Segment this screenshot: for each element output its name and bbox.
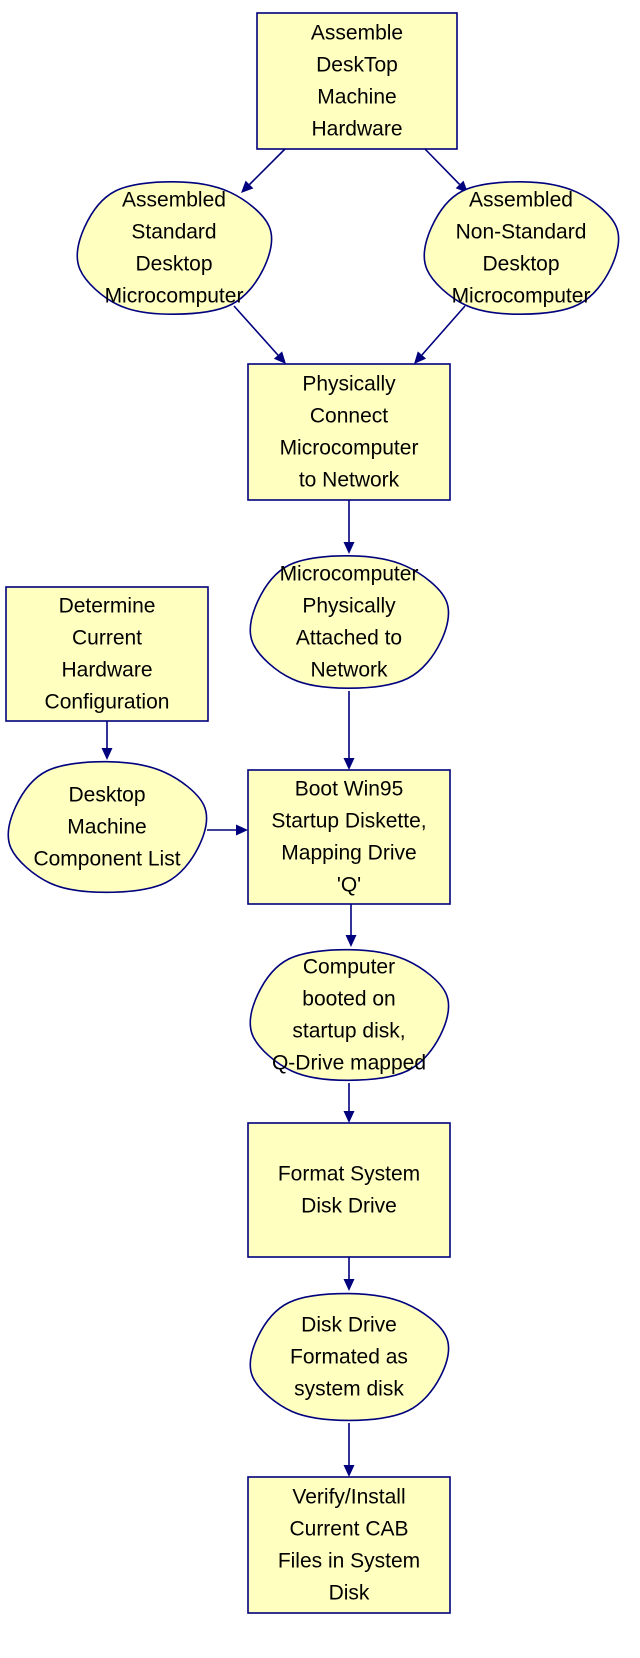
state-blob-shape [7, 760, 208, 894]
node-label-line: Formated as [290, 1346, 408, 1369]
node-label-line: Current CAB [289, 1518, 408, 1541]
node-label-line: Attached to [296, 627, 402, 650]
edge-assembled_standard-to-connect_network [233, 305, 286, 364]
node-label-line: Machine [67, 816, 146, 839]
process-box-shape [247, 1476, 451, 1614]
arrowhead-icon [273, 351, 286, 364]
node-label-line: Startup Diskette, [271, 810, 426, 833]
state-blob-computer-booted: Computer booted on startup disk, Q-Drive ma… [249, 948, 450, 1082]
node-label-line: Physically [302, 373, 396, 396]
node-label-line: startup disk, [292, 1020, 405, 1043]
node-label-line: Boot Win95 [295, 778, 404, 801]
nodes-layer: AssembleDeskTopMachineHardwareAssembledS… [5, 12, 620, 1614]
node-label-line: Assemble [311, 22, 403, 45]
edge-connect_network-to-attached_network [343, 500, 355, 554]
node-label-line: system disk [294, 1378, 404, 1401]
node-label-line: Standard [131, 221, 216, 244]
node-label-line: Disk Drive [301, 1314, 397, 1337]
arrowhead-icon [236, 824, 248, 836]
edge-assemble_hardware-to-assembled_nonstandard [424, 148, 468, 193]
process-box-shape [247, 363, 451, 501]
state-blob-shape [423, 180, 620, 316]
edge-determine_config-to-component_list [101, 721, 113, 760]
edges-layer [101, 148, 468, 1477]
node-label-line: Connect [310, 405, 388, 428]
node-label-line: Computer [303, 956, 395, 979]
node-label-line: Physically [302, 595, 396, 618]
arrowhead-icon [343, 1279, 355, 1291]
process-box-shape [5, 586, 209, 722]
state-blob-shape [249, 948, 450, 1082]
connector-line [248, 148, 286, 186]
node-label-line: Verify/Install [292, 1486, 405, 1509]
node-label-line: Component List [33, 848, 180, 871]
node-label-line: Assembled [469, 189, 573, 212]
node-label-line: Microcomputer [280, 437, 419, 460]
node-label-line: Hardware [61, 659, 152, 682]
edge-attached_network-to-boot_win95 [343, 691, 355, 770]
node-label-line: 'Q' [337, 874, 361, 897]
edge-computer_booted-to-format_disk [343, 1083, 355, 1123]
process-box-shape [256, 12, 458, 150]
node-label-line: Disk [329, 1582, 370, 1605]
arrowhead-icon [414, 351, 427, 364]
node-label-line: Disk Drive [301, 1195, 397, 1218]
state-blob-shape [76, 180, 273, 316]
edge-assemble_hardware-to-assembled_standard [241, 148, 286, 193]
arrowhead-icon [101, 748, 113, 760]
node-label-line: Files in System [278, 1550, 420, 1573]
node-label-line: Format System [278, 1163, 420, 1186]
arrowhead-icon [345, 935, 357, 947]
node-label-line: Mapping Drive [281, 842, 416, 865]
node-label-line: to Network [299, 469, 400, 492]
edge-component_list-to-boot_win95 [207, 824, 248, 836]
arrowhead-icon [343, 758, 355, 770]
connector-line [424, 148, 461, 185]
node-label-line: Desktop [68, 784, 145, 807]
node-label-line: Determine [59, 595, 156, 618]
arrowhead-icon [343, 1111, 355, 1123]
node-label-line: Desktop [482, 253, 559, 276]
connector-line [421, 305, 466, 356]
node-label-line: Network [310, 659, 388, 682]
node-label-line: Desktop [135, 253, 212, 276]
node-label-line: Current [72, 627, 142, 650]
node-label-line: Microcomputer [105, 285, 244, 308]
node-label-line: Microcomputer [452, 285, 591, 308]
arrowhead-icon [343, 1465, 355, 1477]
state-blob-shape [249, 554, 450, 690]
connector-line [233, 305, 279, 356]
node-label-line: Machine [317, 86, 396, 109]
node-label-line: Hardware [311, 118, 402, 141]
node-label-line: Configuration [45, 691, 170, 714]
edge-disk_formatted-to-verify_cab [343, 1423, 355, 1477]
node-label-line: booted on [302, 988, 395, 1011]
state-blob-shape [249, 1292, 450, 1422]
arrowhead-icon [241, 180, 254, 193]
edge-boot_win95-to-computer_booted [345, 904, 357, 947]
edge-assembled_nonstandard-to-connect_network [414, 305, 466, 364]
node-label-line: Non-Standard [456, 221, 587, 244]
node-label-line: Assembled [122, 189, 226, 212]
node-label-line: Q-Drive mapped [272, 1052, 426, 1075]
node-label-line: DeskTop [316, 54, 398, 77]
process-box-shape [247, 769, 451, 905]
node-label-line: Microcomputer [280, 563, 419, 586]
arrowhead-icon [343, 542, 355, 554]
edge-format_disk-to-disk_formatted [343, 1257, 355, 1291]
state-blob-assembled-nonstandard: AssembledNon-StandardDesktopMicrocompute… [423, 180, 620, 316]
process-box-shape [247, 1122, 451, 1258]
